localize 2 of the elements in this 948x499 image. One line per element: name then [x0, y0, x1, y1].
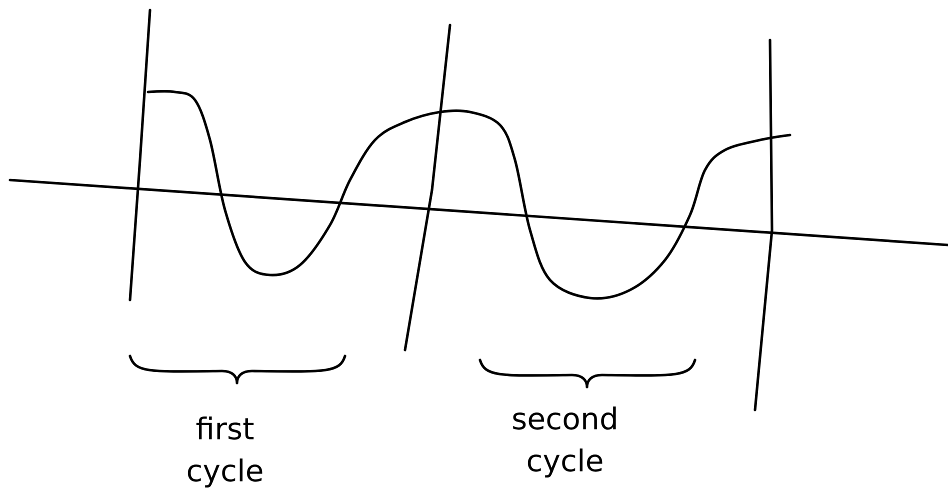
- cycle-label: first cycle: [188, 416, 262, 488]
- cycle-label: second cycle: [513, 406, 616, 478]
